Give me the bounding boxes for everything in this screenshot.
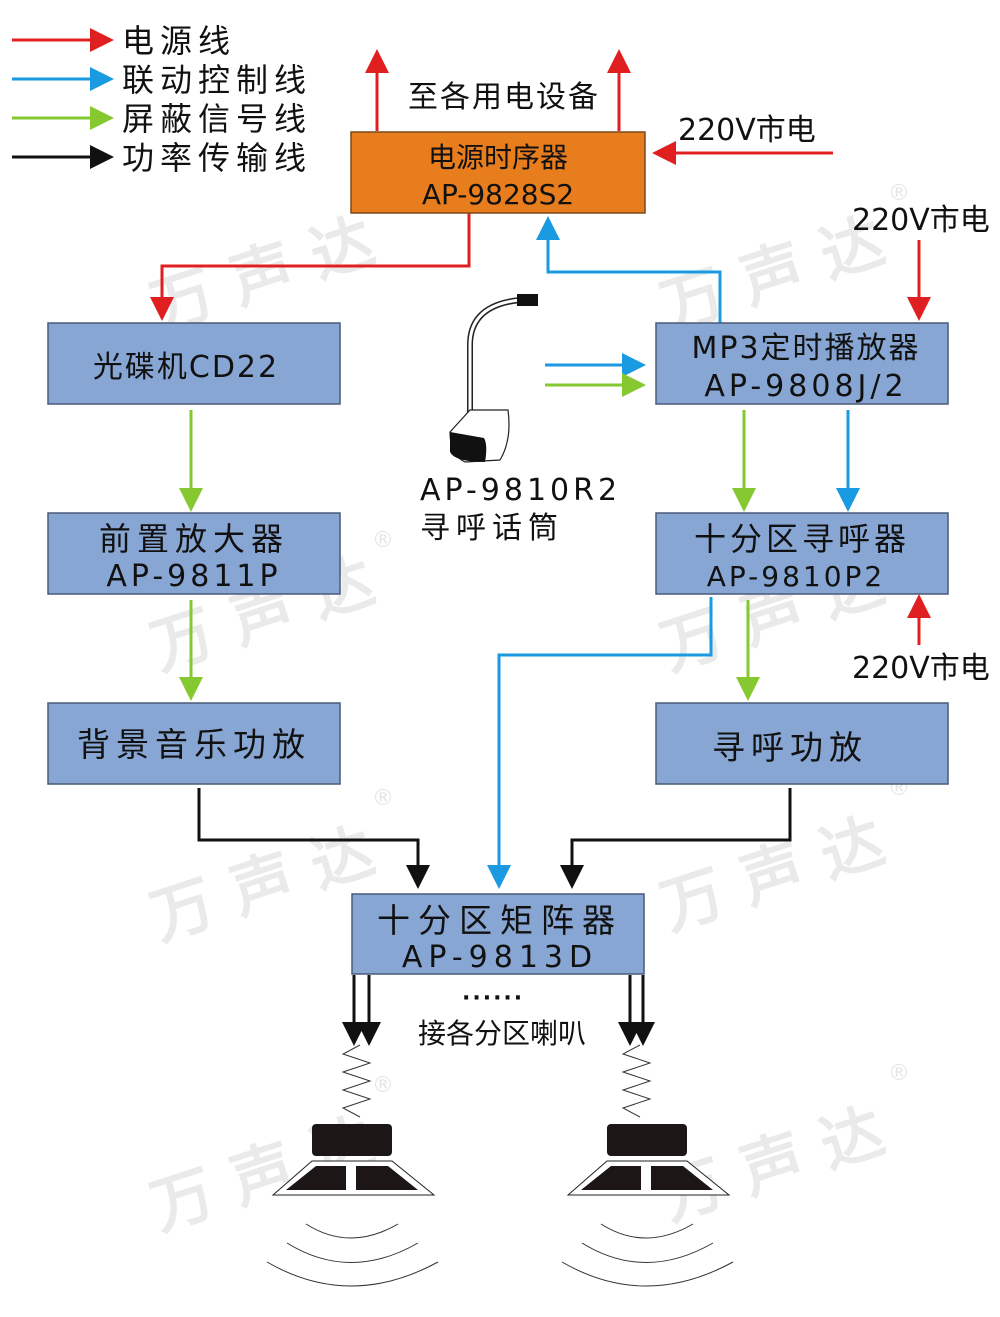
box-title: 前置放大器 — [99, 520, 289, 558]
box-title: 十分区寻呼器 — [694, 520, 910, 558]
legend-amp-label: 功率传输线 — [122, 139, 312, 177]
box-title: 十分区矩阵器 — [377, 901, 623, 940]
legend: 电源线 联动控制线 屏蔽信号线 功率传输线 — [12, 22, 312, 177]
speaker-icon-right — [561, 1044, 734, 1287]
box-pager: 十分区寻呼器 AP-9810P2 — [655, 512, 949, 595]
box-title: MP3定时播放器 — [691, 331, 920, 366]
box-title: 背景音乐功放 — [77, 725, 311, 764]
box-title: 寻呼功放 — [712, 728, 868, 767]
registered-mark: ® — [888, 181, 910, 206]
box-model: AP-9811P — [106, 559, 281, 594]
registered-mark: ® — [888, 1061, 910, 1086]
box-title: 电源时序器 — [428, 141, 568, 174]
box-mp3-player: MP3定时播放器 AP-9808J/2 — [655, 322, 949, 405]
power-lines — [150, 49, 931, 645]
pager-to-matrix-control — [487, 597, 713, 889]
box-model: AP-9828S2 — [422, 178, 574, 211]
mains-label: 220V市电 — [678, 113, 816, 148]
registered-mark: ® — [372, 528, 394, 553]
legend-power-label: 电源线 — [122, 22, 236, 60]
watermark: 万 声 达 — [142, 814, 383, 954]
bgamp-to-matrix — [197, 788, 430, 889]
to-devices-label: 至各用电设备 — [408, 80, 600, 115]
box-sequencer: 电源时序器 AP-9828S2 — [350, 131, 646, 214]
speaker-icon-left — [266, 1044, 439, 1287]
box-preamp: 前置放大器 AP-9811P — [47, 512, 341, 595]
watermark: 万 声 达 — [652, 804, 893, 944]
control-lines — [487, 216, 860, 889]
pageamp-to-matrix — [560, 788, 792, 889]
legend-control-label: 联动控制线 — [122, 61, 312, 99]
box-bg-amp: 背景音乐功放 — [47, 702, 341, 785]
mains-label: 220V市电 — [852, 203, 990, 238]
box-matrix: 十分区矩阵器 AP-9813D — [351, 893, 645, 975]
registered-mark: ® — [372, 786, 394, 811]
amp-lines — [197, 788, 792, 1046]
dots-label: ······ — [462, 986, 524, 1011]
mains-label: 220V市电 — [852, 651, 990, 686]
box-model: AP-9808J/2 — [704, 369, 907, 404]
power-to-cd — [150, 213, 471, 321]
signal-lines — [179, 373, 760, 701]
registered-mark: ® — [372, 1073, 394, 1098]
box-model: AP-9813D — [402, 940, 598, 975]
box-page-amp: 寻呼功放 — [655, 702, 949, 785]
microphone-icon — [449, 294, 538, 463]
mic-model-label: AP-9810R2 — [420, 473, 621, 508]
speakers-label: 接各分区喇叭 — [418, 1017, 586, 1050]
mp3-to-sequencer — [536, 216, 722, 323]
box-model: AP-9810P2 — [707, 560, 885, 593]
box-cd-player: 光碟机CD22 — [47, 322, 341, 405]
mic-name-label: 寻呼话筒 — [420, 511, 564, 546]
legend-signal-label: 屏蔽信号线 — [122, 100, 312, 138]
box-title: 光碟机CD22 — [93, 350, 279, 385]
